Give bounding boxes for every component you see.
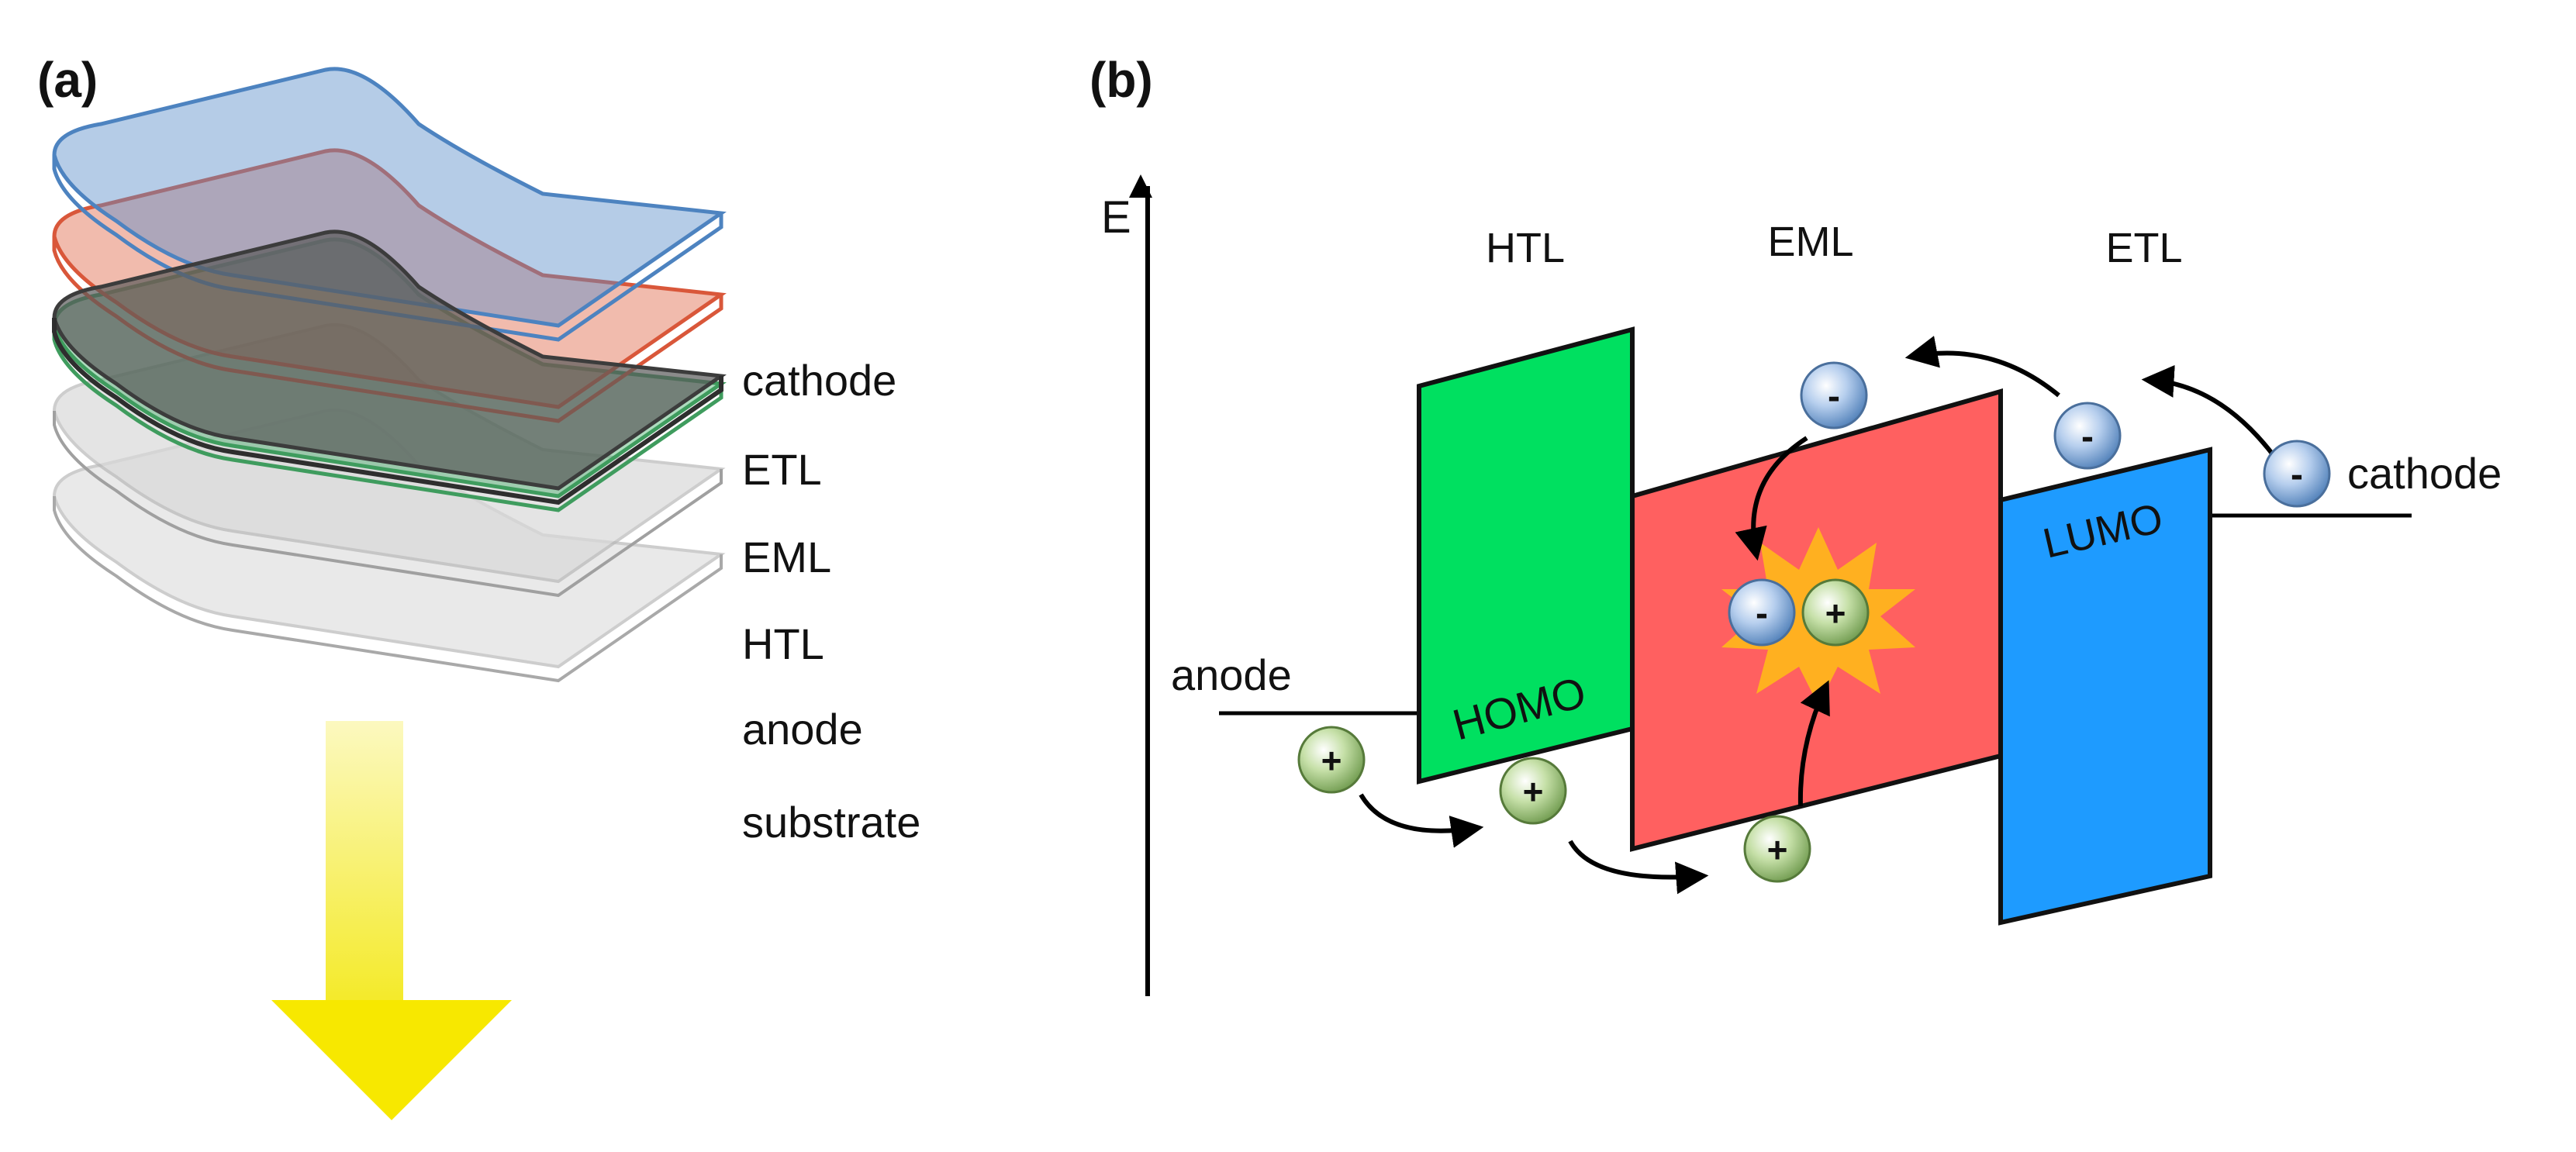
layer-cathode: [52, 229, 727, 505]
panel-b: (b) E HTL EML ETL anode cathode HOMO LUM…: [1089, 52, 2502, 996]
hole: +: [1743, 815, 1811, 883]
hole: +: [1297, 726, 1366, 794]
panel-a: (a) catho: [37, 52, 920, 1120]
electron-path-arrow: [2141, 364, 2274, 455]
panel-a-label: (a): [37, 52, 98, 108]
label-anode: anode: [742, 705, 863, 754]
electron-symbol: -: [1756, 593, 1768, 634]
energy-axis-label: E: [1101, 192, 1131, 243]
etl-band: [1998, 447, 2212, 926]
hole: +: [1499, 757, 1567, 825]
cathode-label: cathode: [2347, 449, 2502, 498]
region-title-htl: HTL: [1486, 225, 1565, 271]
label-cathode: cathode: [742, 356, 896, 405]
electron: -: [2263, 440, 2331, 508]
anode-label: anode: [1171, 650, 1292, 699]
electron: -: [1728, 578, 1796, 647]
emission-arrow: [271, 721, 512, 1120]
panel-b-label: (b): [1089, 52, 1153, 108]
region-title-etl: ETL: [2105, 225, 2182, 271]
hole-symbol: +: [1825, 593, 1846, 633]
region-title-eml: EML: [1767, 219, 1853, 265]
hole: +: [1801, 578, 1870, 647]
hole-symbol: +: [1523, 771, 1544, 812]
label-substrate: substrate: [742, 798, 920, 847]
electron-path-arrow: [1735, 436, 1808, 561]
electron-symbol: -: [2291, 454, 2303, 495]
label-etl: ETL: [742, 445, 822, 494]
hole-symbol: +: [1767, 830, 1788, 870]
hole-path-arrow: [1568, 840, 1709, 895]
electron: -: [1800, 361, 1868, 429]
hole-path-arrow: [1359, 793, 1484, 848]
electron-path-arrow: [1904, 336, 2060, 398]
electron-symbol: -: [1828, 376, 1840, 417]
hole-symbol: +: [1321, 740, 1342, 781]
electron: -: [2053, 402, 2122, 470]
label-eml: EML: [742, 533, 831, 581]
electron-symbol: -: [2081, 416, 2094, 457]
label-htl: HTL: [742, 619, 824, 668]
hole-path-arrow: [1797, 680, 1830, 807]
